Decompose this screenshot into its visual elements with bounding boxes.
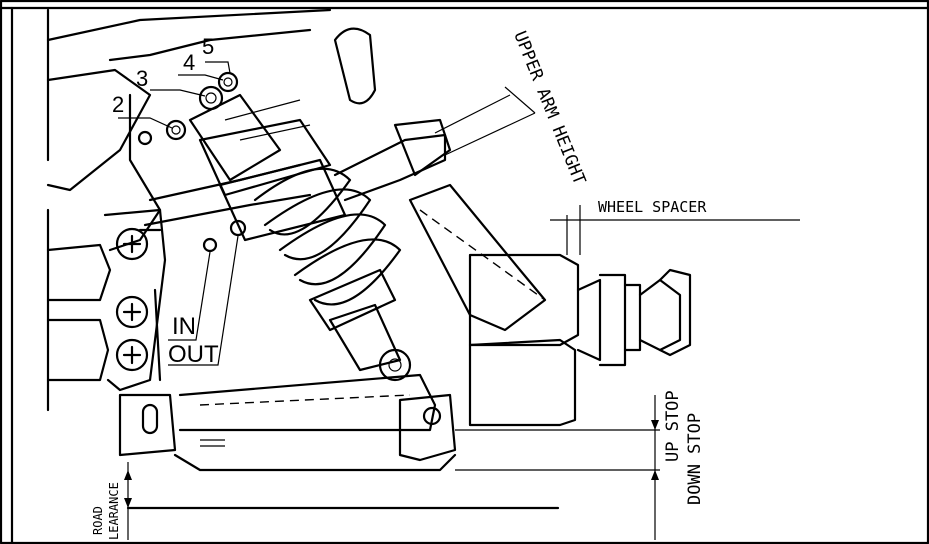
wheel-spacer-label: WHEEL SPACER [598,198,707,216]
hole-number-5: 5 [202,34,214,59]
hole-number-4: 4 [183,50,195,75]
hole-number-3: 3 [136,66,148,91]
out-label: OUT [168,341,219,368]
up-stop-label: UP STOP [663,390,683,462]
dimension-lines [434,86,800,540]
upper-arm-height-label: UPPER ARM HEIGHT [509,28,589,187]
screw-icon [115,295,149,329]
lower-arm [118,373,457,472]
upper-arm [333,118,692,427]
screw-icon [115,338,149,372]
hole-leaders [118,61,239,366]
mounting-holes [165,71,247,253]
hole-number-2: 2 [112,92,124,117]
down-stop-label: DOWN STOP [685,413,705,505]
shock-absorber [188,93,412,382]
road-clearance-label: ROAD [91,506,105,535]
in-label: IN [172,313,196,340]
road-clearance-label-2: LEARANCE [107,482,121,540]
road-clearance [124,462,560,540]
screw-icon [115,227,149,261]
